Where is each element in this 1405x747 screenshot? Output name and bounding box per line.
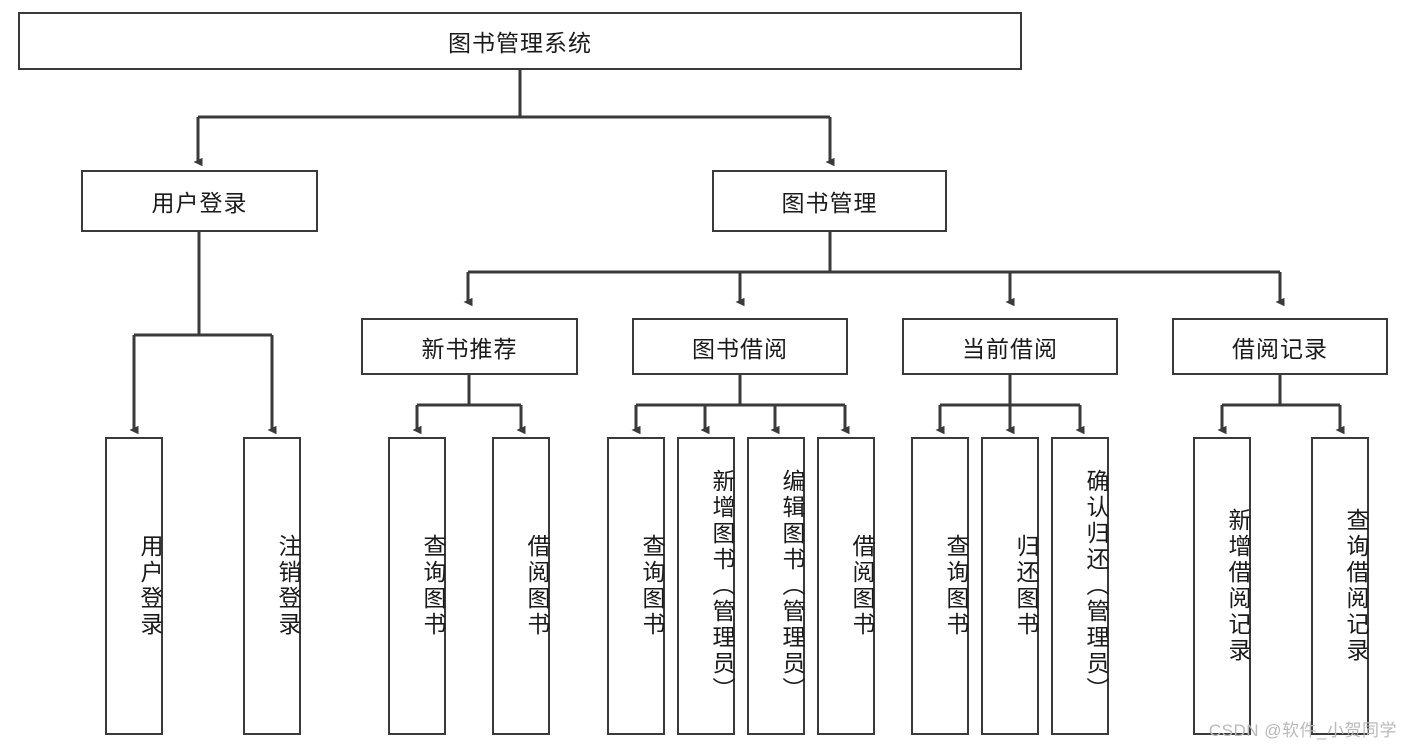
leaf-query-book-borrow[interactable]: 查询图书 (607, 437, 665, 735)
node-label: 新增图书（管理员） (709, 469, 735, 703)
leaf-query-book-current[interactable]: 查询图书 (911, 437, 969, 735)
node-label: 注销登录 (275, 534, 301, 638)
node-label: 当前借阅 (962, 335, 1058, 362)
node-label: 查询图书 (420, 534, 446, 638)
node-label: 归还图书 (1013, 534, 1039, 638)
leaf-return-book[interactable]: 归还图书 (981, 437, 1039, 735)
node-label: 借阅记录 (1232, 335, 1328, 362)
node-label: 新增借阅记录 (1225, 508, 1251, 664)
node-label: 查询图书 (639, 534, 665, 638)
leaf-borrow-book-recommend[interactable]: 借阅图书 (492, 437, 550, 735)
node-label: 图书借阅 (692, 335, 788, 362)
node-label: 新书推荐 (421, 335, 518, 362)
node-book-borrow[interactable]: 图书借阅 (632, 318, 848, 375)
leaf-edit-book-admin[interactable]: 编辑图书（管理员） (747, 437, 805, 735)
node-book-management[interactable]: 图书管理 (712, 170, 947, 232)
watermark-text: CSDN @软件_小贺同学 (1208, 721, 1397, 740)
node-root-system[interactable]: 图书管理系统 (18, 12, 1022, 70)
leaf-confirm-return-admin[interactable]: 确认归还（管理员） (1051, 437, 1109, 735)
leaf-user-logout[interactable]: 注销登录 (243, 437, 301, 735)
node-label: 借阅图书 (524, 534, 550, 638)
node-borrow-records[interactable]: 借阅记录 (1172, 318, 1388, 375)
leaf-query-borrow-record[interactable]: 查询借阅记录 (1311, 437, 1369, 735)
node-label: 编辑图书（管理员） (779, 469, 805, 703)
node-label: 借阅图书 (849, 534, 875, 638)
leaf-add-borrow-record[interactable]: 新增借阅记录 (1193, 437, 1251, 735)
node-label: 用户登录 (137, 534, 163, 638)
node-label: 图书管理系统 (448, 30, 592, 56)
leaf-add-book-admin[interactable]: 新增图书（管理员） (677, 437, 735, 735)
node-current-borrow[interactable]: 当前借阅 (902, 318, 1118, 375)
leaf-user-login[interactable]: 用户登录 (105, 437, 163, 735)
node-label: 用户登录 (151, 190, 248, 216)
node-label: 查询图书 (943, 534, 969, 638)
node-label: 查询借阅记录 (1343, 508, 1369, 664)
leaf-borrow-book[interactable]: 借阅图书 (817, 437, 875, 735)
node-label: 图书管理 (781, 190, 878, 216)
node-new-book-recommend[interactable]: 新书推荐 (361, 318, 578, 375)
node-user-login[interactable]: 用户登录 (81, 170, 318, 232)
node-label: 确认归还（管理员） (1083, 469, 1109, 703)
leaf-query-book-recommend[interactable]: 查询图书 (388, 437, 446, 735)
